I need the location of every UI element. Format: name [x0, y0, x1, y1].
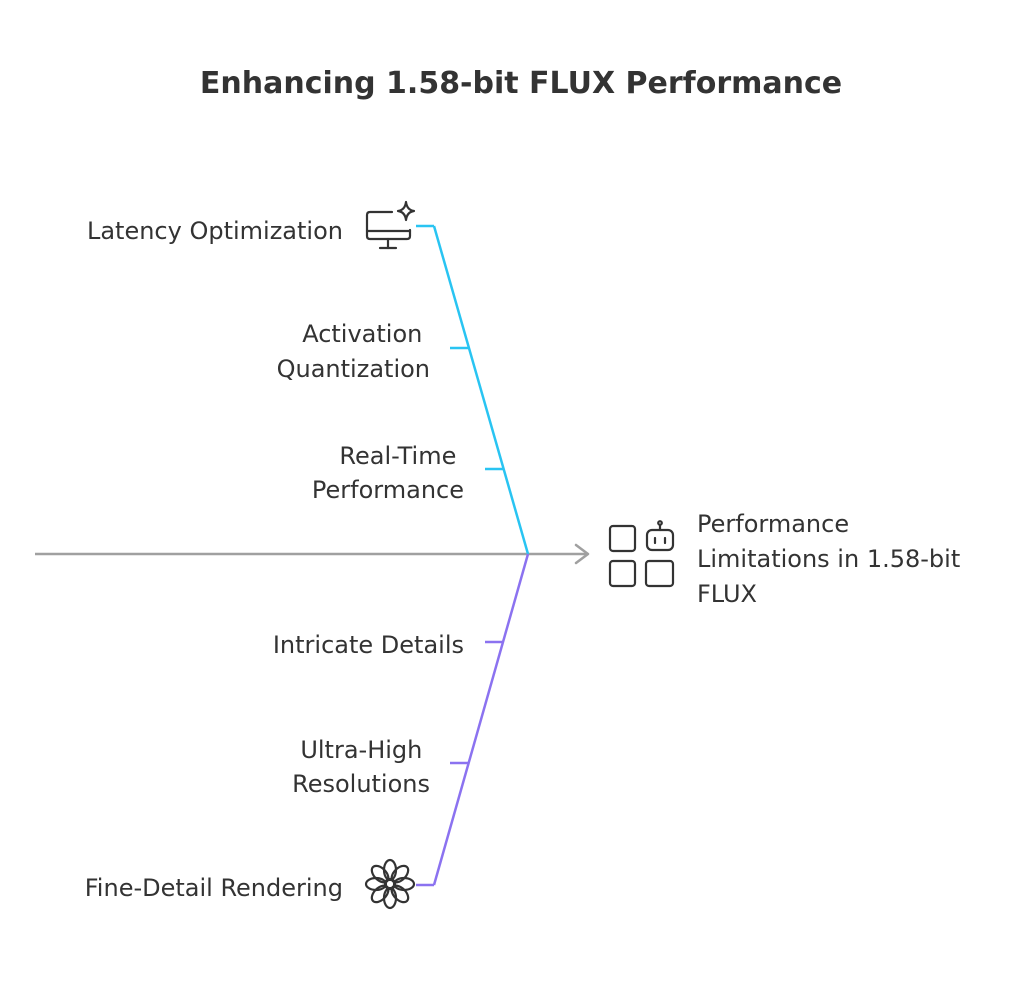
cause-label-activation-quantization: Activation Quantization: [277, 320, 430, 383]
monitor-sparkle-icon: [365, 200, 416, 250]
lower-branch-line: [432, 553, 530, 886]
upper-branch-line: [432, 225, 530, 555]
effect-label: Performance Limitations in 1.58-bit FLUX: [697, 510, 968, 608]
spine-arrowhead: [574, 543, 590, 565]
cause-label-ultra-high-resolutions: Ultra-High Resolutions: [292, 736, 430, 798]
cause-label-real-time-performance: Real-Time Performance: [312, 442, 464, 504]
cause-label-latency-optimization: Latency Optimization: [87, 217, 343, 245]
cause-label-intricate-details: Intricate Details: [273, 631, 464, 659]
flower-icon: [364, 858, 416, 910]
cause-label-fine-detail-rendering: Fine-Detail Rendering: [85, 874, 343, 902]
grid-robot-icon: [608, 520, 675, 588]
diagram-title: Enhancing 1.58-bit FLUX Performance: [200, 66, 842, 101]
